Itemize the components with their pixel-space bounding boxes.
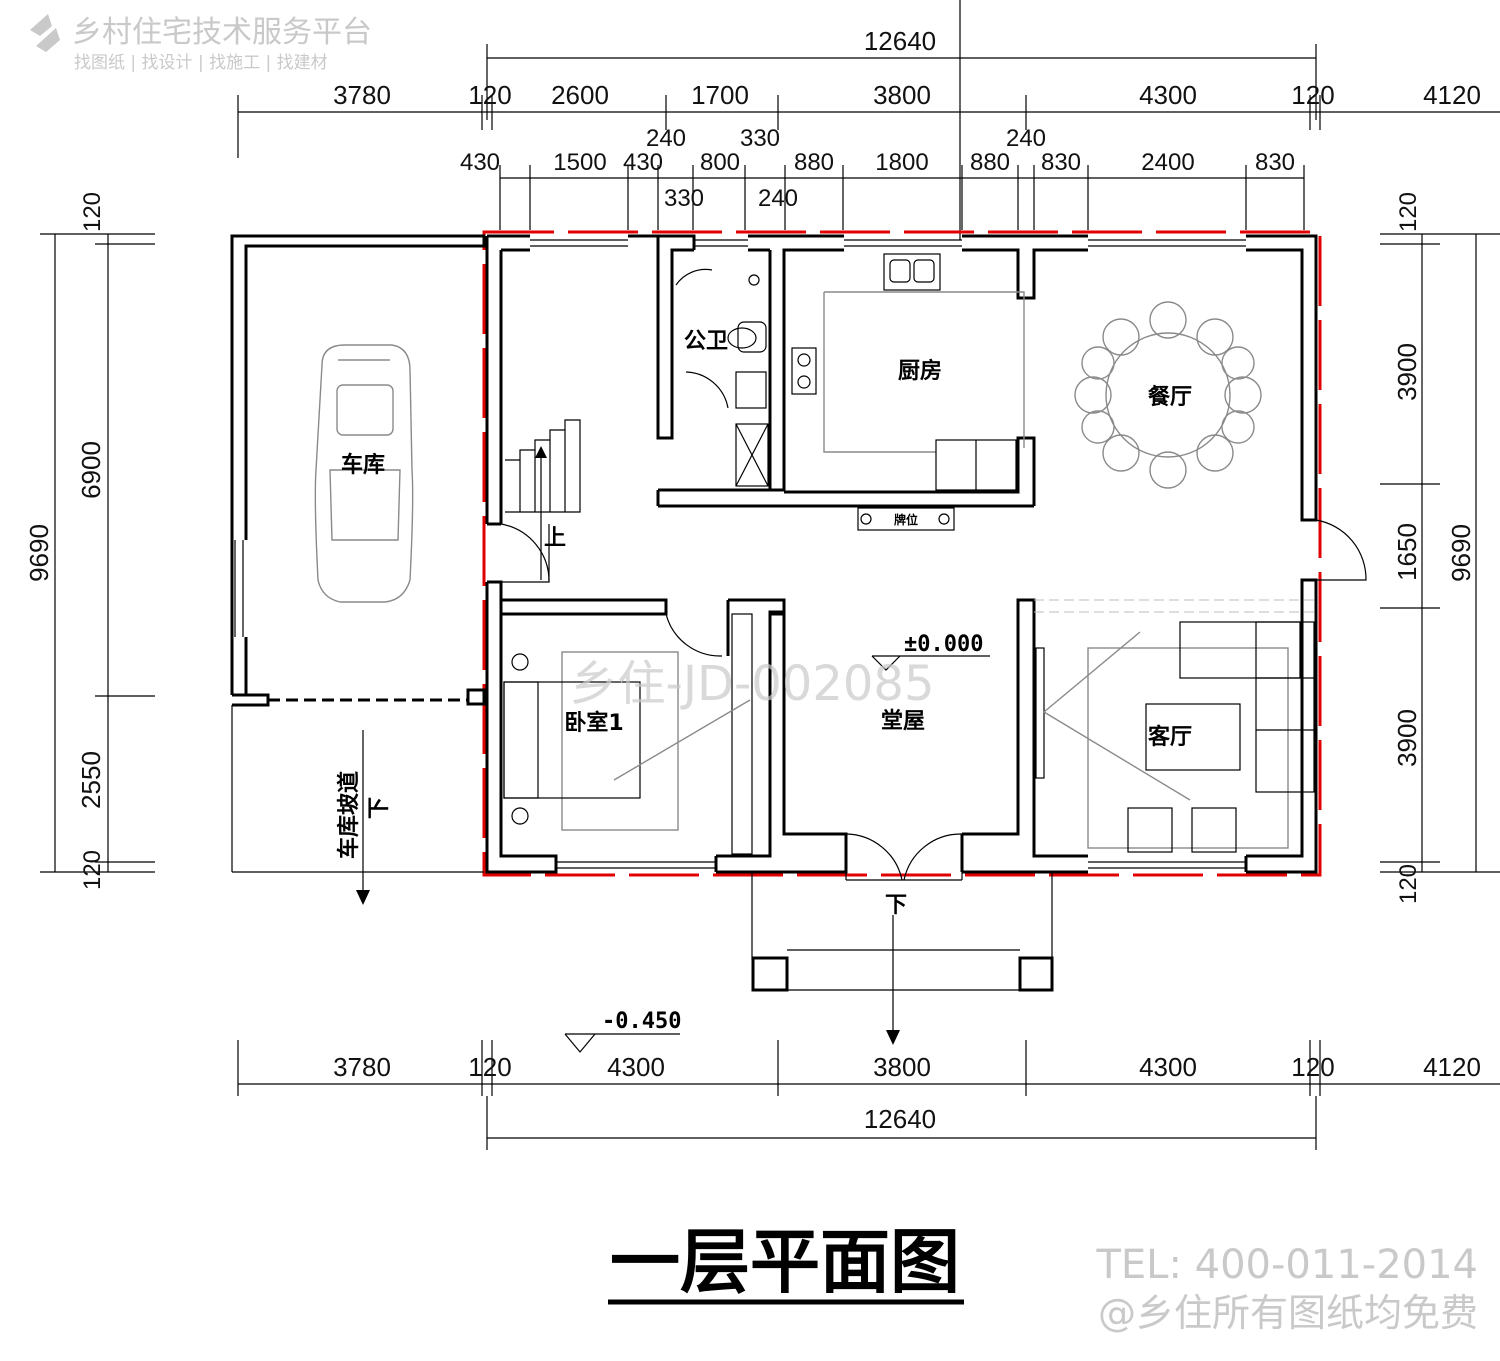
- platform-logo-icon: [30, 14, 60, 52]
- platform-name: 乡村住宅技术服务平台: [72, 15, 372, 50]
- staircase: 上: [505, 419, 581, 580]
- dim-1500: 1500: [553, 149, 606, 176]
- dim-1800: 1800: [875, 149, 928, 176]
- garage: 车库 车库坡道 下: [230, 234, 486, 905]
- dim-small-240-a: 240: [646, 125, 686, 152]
- house-outline: [482, 230, 1322, 877]
- free-note-watermark: @乡住所有图纸均免费: [1098, 1291, 1478, 1335]
- floor-level-mark: ±0.000: [871, 632, 990, 671]
- dim-bottom-6: 120: [1291, 1052, 1334, 1082]
- drawing-title: 一层平面图: [610, 1221, 960, 1303]
- walls: [485, 234, 1318, 874]
- dim-left-6900: 6900: [76, 441, 106, 499]
- dim-2400: 2400: [1141, 149, 1194, 176]
- dim-top-1: 3780: [333, 80, 391, 110]
- stair-up-label: 上: [544, 526, 566, 551]
- dim-top-2: 120: [468, 80, 511, 110]
- dim-top-total: 12640: [864, 26, 936, 56]
- left-dimensions: 9690 120 6900 2550 120: [24, 192, 155, 890]
- bottom-dimensions: 3780 120 4300 3800 4300 120 4120 12640: [237, 1040, 1500, 1150]
- dining-label: 餐厅: [1148, 385, 1192, 410]
- dim-830-a: 830: [1041, 149, 1081, 176]
- toilet-fixtures: [727, 274, 769, 487]
- top-dimensions: 12640 3780 120 2600 1700 3800 4300 120 4…: [237, 0, 1500, 240]
- dim-bottom-7: 4120: [1423, 1052, 1481, 1082]
- kitchen-label: 厨房: [898, 358, 942, 384]
- dim-430-a: 430: [460, 149, 500, 176]
- dim-left-outer: 9690: [24, 524, 54, 582]
- dim-top-8: 4120: [1423, 80, 1481, 110]
- dim-bottom-4: 3800: [873, 1052, 931, 1082]
- dim-right-120-bottom: 120: [1395, 864, 1422, 904]
- doors: [500, 268, 1367, 881]
- drawing-id-watermark: 乡住-JD-002085: [570, 656, 935, 712]
- shrine-label: 牌位: [894, 512, 918, 527]
- dim-left-120-top: 120: [79, 192, 106, 232]
- dim-430-b: 430: [623, 149, 663, 176]
- dim-880-a: 880: [794, 149, 834, 176]
- kitchen-fixtures: [791, 253, 1025, 491]
- ramp-label: 车库坡道: [336, 771, 362, 859]
- dim-right-outer: 9690: [1446, 524, 1476, 582]
- porch: 下: [751, 872, 1054, 1045]
- dim-830-b: 830: [1255, 149, 1295, 176]
- dim-right-3900-a: 3900: [1392, 343, 1422, 401]
- dim-800: 800: [700, 149, 740, 176]
- dim-880-b: 880: [970, 149, 1010, 176]
- shrine-table: 牌位: [857, 507, 955, 531]
- tel-watermark: TEL: 400-011-2014: [1095, 1242, 1478, 1288]
- dim-top-5: 3800: [873, 80, 931, 110]
- living-room-furniture: [1034, 599, 1316, 853]
- hall-label: 堂屋: [881, 709, 925, 734]
- platform-slogan: 找图纸 | 找设计 | 找施工 | 找建材: [74, 53, 328, 73]
- bedroom-furniture: [503, 613, 753, 855]
- floor-level: ±0.000: [904, 632, 983, 657]
- dim-right-1650: 1650: [1392, 523, 1422, 581]
- dim-small-330-b: 330: [664, 185, 704, 212]
- dim-right-3900-b: 3900: [1392, 709, 1422, 767]
- dim-small-240-c: 240: [758, 185, 798, 212]
- dim-bottom-1: 3780: [333, 1052, 391, 1082]
- ramp-down-label: 下: [367, 797, 392, 819]
- right-dimensions: 120 3900 1650 3900 120 9690: [1380, 192, 1500, 904]
- dim-top-4: 1700: [691, 80, 749, 110]
- dim-right-120-top: 120: [1395, 192, 1422, 232]
- dim-bottom-2: 120: [468, 1052, 511, 1082]
- dim-top-7: 120: [1291, 80, 1334, 110]
- outside-level-mark: -0.450: [564, 1009, 681, 1053]
- living-label: 客厅: [1148, 724, 1192, 750]
- outside-level: -0.450: [602, 1009, 681, 1034]
- dim-bottom-3: 4300: [607, 1052, 665, 1082]
- platform-logo: 乡村住宅技术服务平台 找图纸 | 找设计 | 找施工 | 找建材: [30, 14, 372, 73]
- dim-small-330-a: 330: [740, 125, 780, 152]
- bedroom-label: 卧室1: [564, 710, 623, 736]
- entry-down-label: 下: [885, 893, 907, 918]
- garage-label: 车库: [341, 452, 385, 478]
- car-icon: [314, 344, 414, 603]
- dim-small-240-b: 240: [1006, 125, 1046, 152]
- dim-bottom-total: 12640: [864, 1104, 936, 1134]
- dim-bottom-5: 4300: [1139, 1052, 1197, 1082]
- dim-top-3: 2600: [551, 80, 609, 110]
- dim-top-6: 4300: [1139, 80, 1197, 110]
- toilet-label: 公卫: [684, 329, 728, 354]
- dim-left-120-bottom: 120: [79, 850, 106, 890]
- dim-left-2550: 2550: [76, 751, 106, 809]
- dining-table: [1074, 301, 1262, 489]
